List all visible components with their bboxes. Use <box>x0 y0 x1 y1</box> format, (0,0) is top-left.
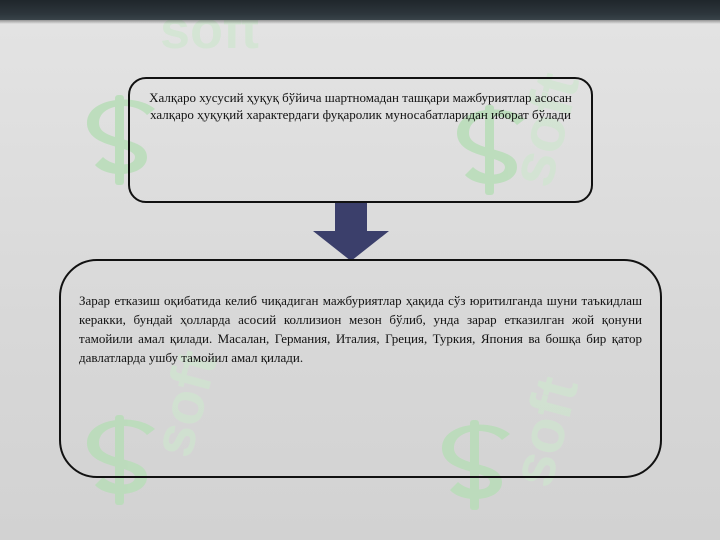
slide-top-bar-shadow <box>0 20 720 24</box>
bottom-box-text: Зарар етказиш оқибатида келиб чиқадиган … <box>79 293 642 365</box>
slide-top-bar <box>0 0 720 20</box>
top-text-box: Халқаро хусусий ҳуқуқ бўйича шартномадан… <box>128 77 593 203</box>
bottom-text-box: Зарар етказиш оқибатида келиб чиқадиган … <box>59 259 662 478</box>
top-box-text: Халқаро хусусий ҳуқуқ бўйича шартномадан… <box>149 90 572 122</box>
down-arrow-icon <box>313 203 389 261</box>
